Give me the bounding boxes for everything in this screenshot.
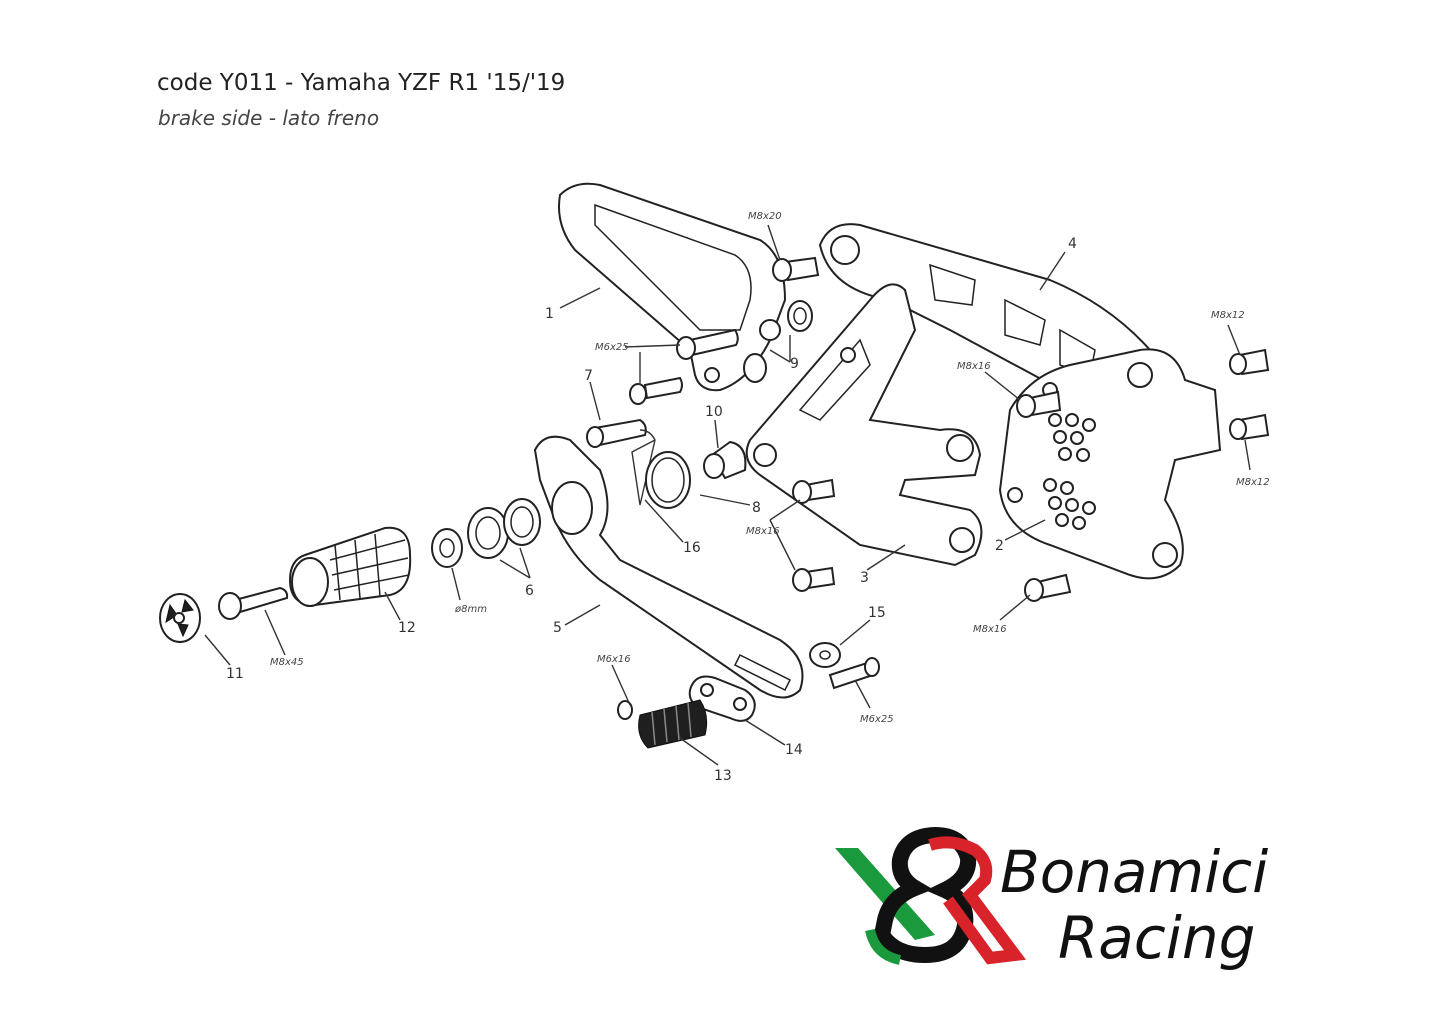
bonamici-racing-logo: Bonamici Racing (835, 826, 1268, 972)
label-o8mm: ø8mm (454, 604, 487, 615)
screw-m8x12-b (1229, 413, 1270, 441)
callout-1: 1 (545, 306, 554, 322)
part-15-washer (809, 642, 841, 668)
part-5-brake-lever (533, 435, 804, 699)
part-16-spring (631, 429, 656, 506)
callout-2: 2 (995, 538, 1004, 554)
callout-11: 11 (226, 666, 244, 682)
screw-m6x25-top (629, 328, 739, 405)
screw-m8x16-a (1016, 390, 1062, 418)
callout-13: 13 (714, 768, 732, 784)
hole-pattern-lower (1043, 478, 1096, 530)
callout-7: 7 (584, 368, 593, 384)
callout-9: 9 (790, 356, 799, 372)
part-13-rubber-stop (617, 699, 708, 749)
label-m8x16-b: M8x16 (746, 526, 780, 537)
callout-numbers: 1 2 3 4 5 6 7 8 9 10 11 12 13 14 15 16 (226, 236, 1077, 784)
part-10-bushing (703, 440, 747, 480)
label-m6x25-top: M6x25 (595, 342, 629, 353)
callout-14: 14 (785, 742, 803, 758)
label-m8x16-a: M8x16 (957, 361, 991, 372)
screw-m8x45 (218, 586, 289, 620)
diagram-subtitle: brake side - lato freno (158, 106, 380, 130)
callout-5: 5 (553, 620, 562, 636)
label-m8x12-a: M8x12 (1211, 310, 1245, 321)
screw-labels: M8x20 M6x25 M8x16 M8x16 M8x16 M8x12 M8x1… (270, 211, 1270, 725)
callout-8: 8 (752, 500, 761, 516)
label-m8x20: M8x20 (748, 211, 782, 222)
part-9-spacer (743, 300, 813, 383)
label-m6x25-bottom: M6x25 (860, 714, 894, 725)
callout-3: 3 (860, 570, 869, 586)
screw-m8x16-c (1024, 573, 1072, 602)
label-m8x12-b: M8x12 (1236, 477, 1270, 488)
brand-mark-icon (835, 826, 1027, 965)
label-m8x45: M8x45 (270, 657, 304, 668)
washer-8mm (431, 528, 463, 568)
part-12-footpeg (288, 526, 412, 607)
part-11-end-cap (159, 593, 201, 643)
callout-10: 10 (705, 404, 723, 420)
label-m8x16-c: M8x16 (973, 624, 1007, 635)
brand-name-line1: Bonamici (1000, 838, 1268, 906)
part-2-mounting-plate (998, 348, 1222, 580)
diagram-title: code Y011 - Yamaha YZF R1 '15/'19 (157, 70, 566, 96)
screw-m8x16-b (792, 478, 836, 592)
label-m6x16: M6x16 (597, 654, 631, 665)
screw-m8x20 (772, 256, 820, 282)
callout-6: 6 (525, 583, 534, 599)
callout-16: 16 (683, 540, 701, 556)
part-14-plate (688, 675, 756, 722)
callout-4: 4 (1068, 236, 1077, 252)
part-8-circlip (645, 451, 691, 509)
hole-pattern-upper (1048, 413, 1096, 462)
part-7-pin (586, 418, 647, 448)
screw-m8x12-a (1229, 348, 1270, 376)
brand-name-line2: Racing (1058, 904, 1255, 972)
callout-12: 12 (398, 620, 416, 636)
part-6-bearings (467, 498, 541, 559)
leader-lines (204, 224, 1251, 766)
callout-15: 15 (868, 605, 886, 621)
screw-m6x25-bottom (828, 657, 880, 690)
